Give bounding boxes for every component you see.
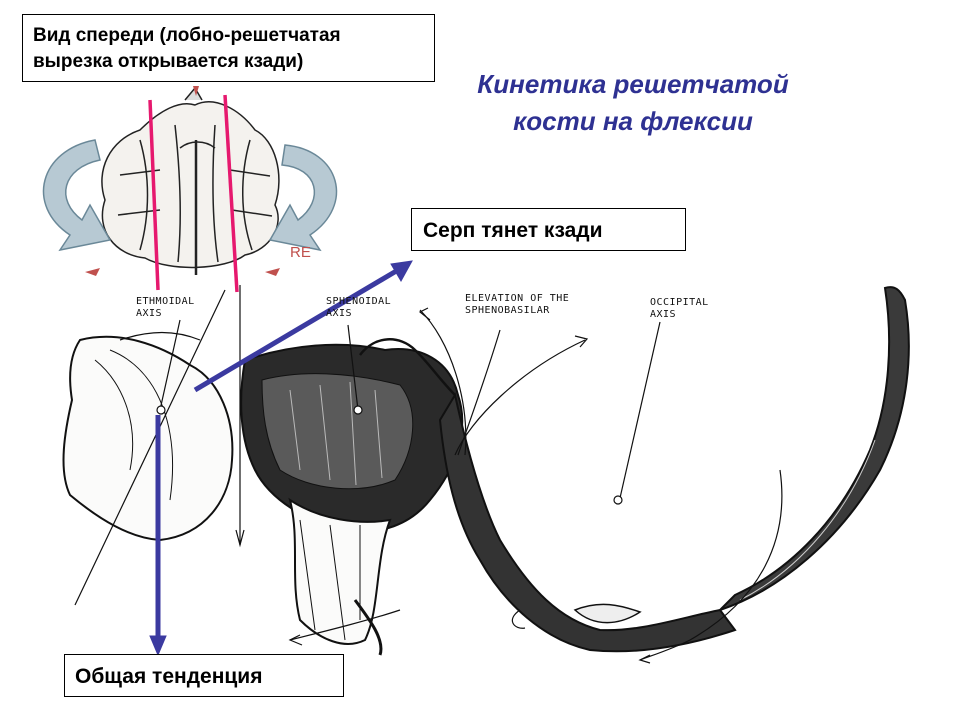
- elevation-label: ELEVATION OF THE SPHENOBASILAR: [465, 293, 605, 317]
- ethmoid-region: [62, 335, 234, 542]
- occipital-axis-text: OCCIPITAL AXIS: [650, 297, 709, 320]
- trend-caption-box: Общая тенденция: [64, 654, 344, 697]
- general-trend-arrowhead: [149, 635, 167, 657]
- sphenoidal-axis-text: SPHENOIDAL AXIS: [326, 296, 392, 319]
- sphenoidal-axis-label: SPHENOIDAL AXIS: [326, 296, 406, 320]
- falx-caption-text: Серп тянет кзади: [423, 219, 603, 242]
- slide-title-line1: Кинетика решетчатой: [477, 69, 789, 99]
- ethmoidal-axis-point: [156, 405, 166, 415]
- falx-pull-arrowhead: [390, 260, 413, 283]
- elevation-text: ELEVATION OF THE SPHENOBASILAR: [465, 293, 570, 316]
- occipital-squama: [719, 286, 910, 611]
- ethmoidal-axis-label: ETHMOIDAL AXIS: [136, 296, 226, 320]
- slide-title: Кинетика решетчатой кости на флексии: [420, 66, 846, 140]
- slide-title-line2: кости на флексии: [513, 106, 753, 136]
- basilar-occiput: [438, 392, 737, 653]
- trend-caption-text: Общая тенденция: [75, 665, 263, 688]
- right-rotation-arrow: [268, 144, 338, 252]
- falx-pull-arrow-shaft: [193, 267, 400, 393]
- front-view-axis-lines: [148, 94, 239, 293]
- occipital-axis-point: [613, 495, 623, 505]
- re-mark: RE: [290, 244, 311, 261]
- front-view-caption-line1: Вид спереди (лобно-решетчатая: [33, 25, 341, 46]
- trend-arrows: [149, 260, 413, 657]
- occipital-axis-label: OCCIPITAL AXIS: [650, 297, 730, 321]
- right-axis-line: [223, 94, 239, 293]
- rotation-arrows: [42, 139, 338, 252]
- motion-lines: [74, 285, 783, 664]
- sagittal-skull-section: [62, 286, 910, 656]
- ethmoidal-axis-text: ETHMOIDAL AXIS: [136, 296, 195, 319]
- ethmoid-front-view: [101, 86, 280, 275]
- left-axis-line: [148, 99, 160, 291]
- left-rotation-arrow: [42, 139, 112, 252]
- sphenoidal-axis-point: [353, 405, 363, 415]
- falx-caption-box: Серп тянет кзади: [411, 208, 686, 251]
- pterygoid-process: [288, 497, 392, 645]
- front-view-caption-box: Вид спереди (лобно-решетчатая вырезка от…: [22, 14, 435, 82]
- front-view-caption-line2: вырезка открывается кзади): [33, 51, 304, 72]
